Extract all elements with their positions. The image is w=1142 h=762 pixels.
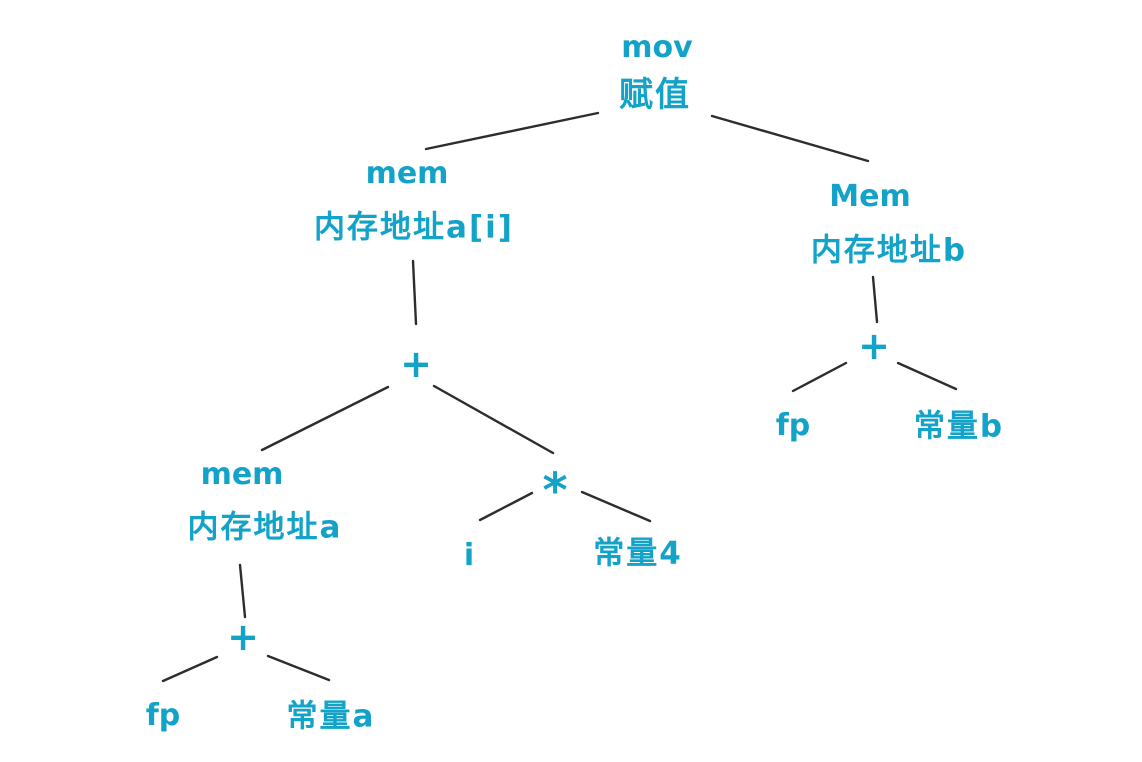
edge-mem-a-to-plus: [238, 563, 247, 619]
node-plus-bottom: +: [227, 615, 259, 659]
edge-plus-to-const-a: [266, 654, 331, 682]
node-mem-a-caption: 内存地址a: [187, 509, 343, 546]
edge-plus-to-mem-a: [260, 385, 390, 452]
edge-plus-to-const-b: [896, 361, 958, 391]
edge-multiply-to-const4: [580, 490, 652, 523]
edge-plus-to-fp-left: [161, 655, 219, 683]
edge-plus-to-multiply: [432, 384, 555, 455]
edge-multiply-to-i: [478, 491, 534, 522]
node-const-a: 常量a: [286, 698, 376, 735]
edge-mem-ai-to-plus: [411, 259, 418, 326]
edge-mem-b-to-plus: [871, 275, 879, 324]
node-fp-left: fp: [145, 698, 181, 733]
edge-root-to-mem-b: [710, 114, 870, 163]
node-mem-ai-label: mem: [365, 156, 449, 191]
node-const4: 常量4: [593, 535, 683, 572]
node-mem-a-label: mem: [200, 457, 284, 492]
edge-plus-to-fp-right: [791, 361, 848, 393]
node-mov-label: mov: [621, 30, 693, 65]
node-plus-right: +: [858, 324, 890, 368]
node-mov-caption: 赋值: [619, 75, 691, 115]
node-const-b: 常量b: [913, 408, 1005, 445]
node-plus-middle: +: [400, 342, 432, 386]
node-multiply: *: [542, 463, 568, 519]
node-mem-b-caption: 内存地址b: [810, 232, 968, 269]
node-fp-right: fp: [775, 408, 811, 443]
edge-root-to-mem-ai: [424, 111, 600, 151]
node-mem-b-label: Mem: [829, 179, 911, 214]
node-i: i: [463, 538, 475, 573]
node-mem-ai-caption: 内存地址a[i]: [314, 209, 514, 246]
